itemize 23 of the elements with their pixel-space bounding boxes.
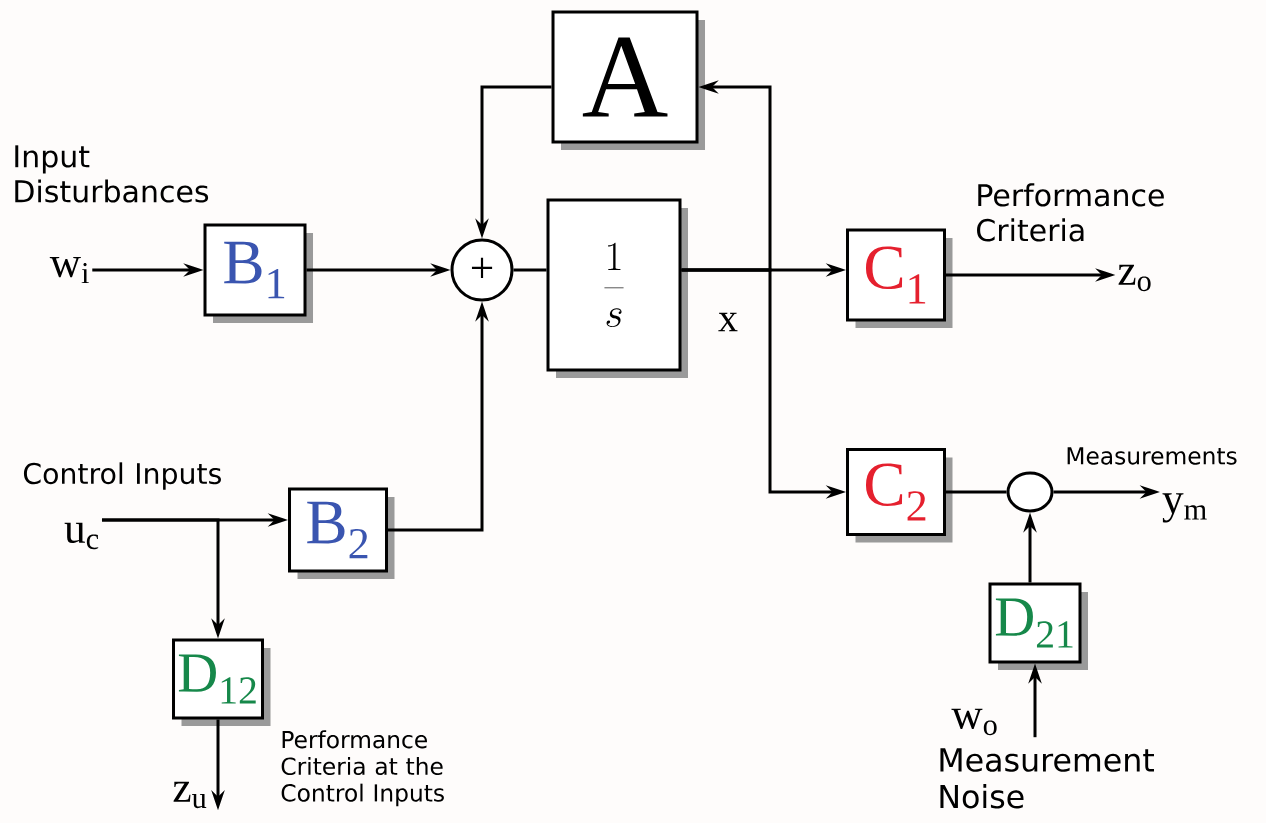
summing-junction <box>1006 471 1054 513</box>
matrix-box: D$_{21}$ <box>988 582 1088 670</box>
signal-description: Measurement Noise <box>940 748 1154 809</box>
signal-description: Performance Criteria at the Control Inputs <box>281 730 444 807</box>
signal-label: w$_{o}$ <box>951 708 997 736</box>
matrix-box: B$_{2}$ <box>288 487 395 579</box>
signal-label: w$_{i}$ <box>49 256 89 284</box>
signal-description: Input Disturbances <box>15 145 209 203</box>
variable-label: x <box>718 312 738 332</box>
matrix-box: A <box>551 10 705 150</box>
summing-junction: + <box>450 238 514 302</box>
matrix-box: C$_{1}$ <box>846 228 953 328</box>
signal-description: Control Inputs <box>23 462 221 490</box>
signal-description: Measurements <box>1067 447 1237 465</box>
signal-label: u$_{c}$ <box>64 522 99 550</box>
signal-description: Performance Criteria <box>977 183 1164 242</box>
signal-label: z$_{o}$ <box>1118 264 1151 292</box>
signal-label: z$_{u}$ <box>173 781 207 809</box>
matrix-box: B$_{1}$ <box>203 223 313 323</box>
matrix-box: D$_{12}$ <box>172 638 271 726</box>
signal-label: y$_{m}$ <box>1162 493 1207 523</box>
matrix-box: C$_{2}$ <box>846 448 953 543</box>
integrator-box: $\frac{1}{s}$ <box>546 198 688 378</box>
